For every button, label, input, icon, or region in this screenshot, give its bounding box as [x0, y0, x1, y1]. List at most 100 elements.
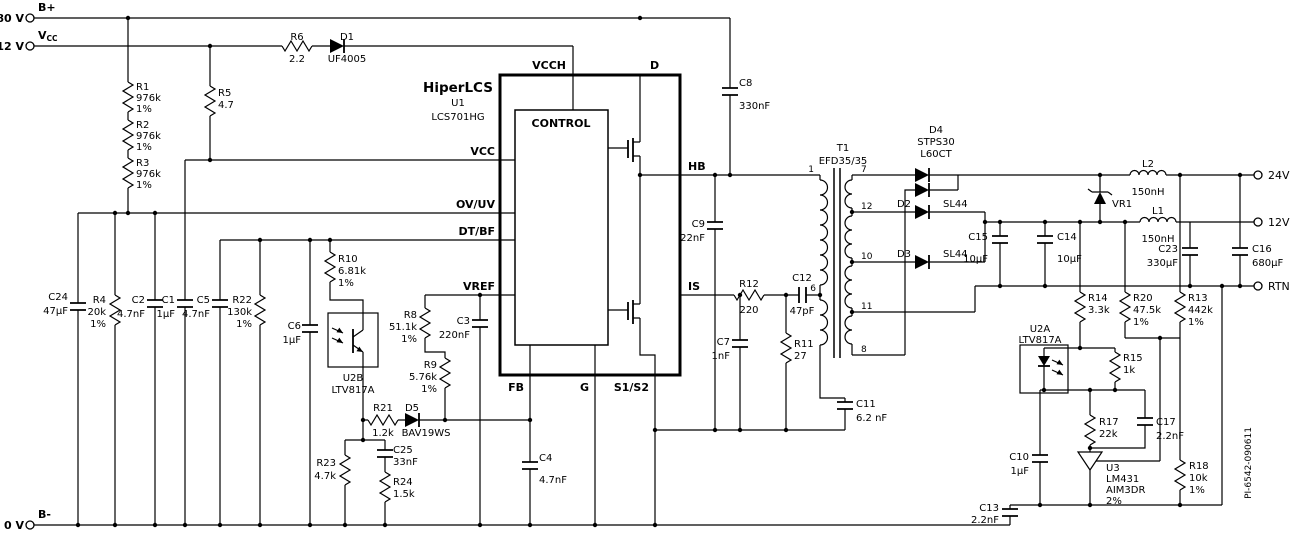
r6-ref: R6 — [290, 32, 303, 43]
r1-ref: R1 — [136, 82, 149, 93]
c16-ref: C16 — [1252, 244, 1272, 255]
r8-value: 51.1k — [389, 322, 417, 333]
pin-vcch-label: VCCH — [532, 59, 566, 72]
l1-ref: L1 — [1152, 206, 1164, 217]
d4-value2: L60CT — [920, 149, 952, 160]
r24-value: 1.5k — [393, 489, 415, 500]
terminal-bminus: 0 V B- — [4, 508, 51, 532]
terminal-vcc: +12 V VCC — [0, 29, 58, 53]
c11-value: 6.2 nF — [856, 413, 887, 424]
c1-ref: C1 — [162, 295, 175, 306]
opto-box — [327, 312, 379, 368]
c8-value: 330nF — [739, 101, 770, 112]
u2a-ref-label: U2A — [1030, 324, 1051, 335]
ic-u1: HiperLCS U1 LCS701HG CONTROL VCCH D VCC … — [423, 59, 706, 394]
c6-ref: C6 — [288, 321, 301, 332]
c12-value: 47pF — [790, 306, 815, 317]
c13-ref: C13 — [979, 503, 999, 514]
wires-ic-internal — [500, 75, 680, 375]
r11-ref: R11 — [794, 339, 814, 350]
terminal-circle — [25, 520, 35, 530]
r1-value: 976k — [136, 93, 161, 104]
r20-ref: R20 — [1133, 293, 1153, 304]
c5-value: 4.7nF — [182, 309, 210, 320]
c14-value: 10µF — [1057, 254, 1082, 265]
pin-hb-label: HB — [688, 160, 706, 173]
r3-tol: 1% — [136, 180, 152, 191]
r10-value: 6.81k — [338, 266, 366, 277]
u3-value-label: LM431 — [1106, 474, 1139, 485]
r8-ref: R8 — [404, 310, 417, 321]
r14-value: 3.3k — [1088, 305, 1110, 316]
r15-value: 1k — [1123, 365, 1135, 376]
secondary-winding — [844, 179, 853, 345]
r23-ref: R23 — [316, 458, 336, 469]
r20-value: 47.5k — [1133, 305, 1161, 316]
c10-ref: C10 — [1009, 452, 1029, 463]
r3-ref: R3 — [136, 158, 149, 169]
c23-ref: C23 — [1158, 244, 1178, 255]
terminal-circle — [1253, 217, 1263, 227]
terminal-bplus: 380 V B+ — [0, 1, 56, 25]
r22-ref: R22 — [232, 295, 252, 306]
r4-value: 20k — [87, 307, 106, 318]
vr1-ref: VR1 — [1112, 199, 1132, 210]
shunt-regulator-u3: U3 LM431 AIM3DR 2% — [1076, 451, 1145, 507]
r2-value: 976k — [136, 131, 161, 142]
d2-value: SL44 — [943, 199, 968, 210]
u2a-value-label: LTV817A — [1018, 335, 1061, 346]
c17-ref: C17 — [1156, 417, 1176, 428]
r21-value: 1.2k — [372, 428, 394, 439]
r2-tol: 1% — [136, 142, 152, 153]
pin-dtbf-label: DT/BF — [458, 225, 495, 238]
tl431-symbol — [1076, 451, 1104, 472]
t1-pin10-label: 10 — [861, 252, 873, 262]
transformer-core — [833, 168, 841, 358]
r22-tol: 1% — [236, 319, 252, 330]
d4-value: STPS30 — [917, 137, 955, 148]
optocoupler-u2b: U2B LTV817A — [327, 312, 379, 396]
r8-tol: 1% — [401, 334, 417, 345]
l2-value: 150nH — [1132, 187, 1165, 198]
r10-tol: 1% — [338, 278, 354, 289]
wires — [34, 17, 1254, 526]
r24-ref: R24 — [393, 477, 413, 488]
c5-ref: C5 — [197, 295, 210, 306]
bplus-label: B+ — [38, 1, 56, 14]
r20-tol: 1% — [1133, 317, 1149, 328]
r18-value: 10k — [1189, 473, 1208, 484]
r4-ref: R4 — [93, 295, 106, 306]
r18-ref: R18 — [1189, 461, 1209, 472]
pin-s1s2-label: S1/S2 — [614, 381, 649, 394]
r23-value: 4.7k — [314, 471, 336, 482]
c9-ref: C9 — [692, 219, 705, 230]
r2-ref: R2 — [136, 120, 149, 131]
c15-value: 10µF — [963, 254, 988, 265]
ic-family-label: HiperLCS — [423, 80, 493, 96]
c15-ref: C15 — [968, 232, 988, 243]
pin-fb-label: FB — [508, 381, 524, 394]
primary-winding — [819, 179, 829, 346]
d1-value: UF4005 — [328, 54, 367, 65]
terminal-circle — [1253, 281, 1263, 291]
d3-ref: D3 — [897, 249, 911, 260]
r5-ref: R5 — [218, 88, 231, 99]
resistor-symbols — [109, 40, 1186, 503]
t1-pin6-label: 6 — [810, 284, 816, 294]
capacitor-plates — [70, 87, 1248, 517]
r12-ref: R12 — [739, 279, 759, 290]
c7-value: 1nF — [712, 351, 731, 362]
terminal-circle — [25, 41, 35, 51]
pin-is-label: IS — [688, 280, 700, 293]
gnd-voltage-label: 0 V — [4, 519, 24, 532]
r4-tol: 1% — [90, 319, 106, 330]
c24-ref: C24 — [48, 292, 68, 303]
r13-tol: 1% — [1188, 317, 1204, 328]
transformer-t1: T1 EFD35/35 1 6 7 12 10 11 8 — [808, 143, 873, 358]
c12-ref: C12 — [792, 273, 812, 284]
pin-g-label: G — [580, 381, 589, 394]
ic-ref-label: U1 — [451, 98, 465, 109]
c17-value: 2.2nF — [1156, 431, 1184, 442]
c3-value: 220nF — [439, 330, 470, 341]
